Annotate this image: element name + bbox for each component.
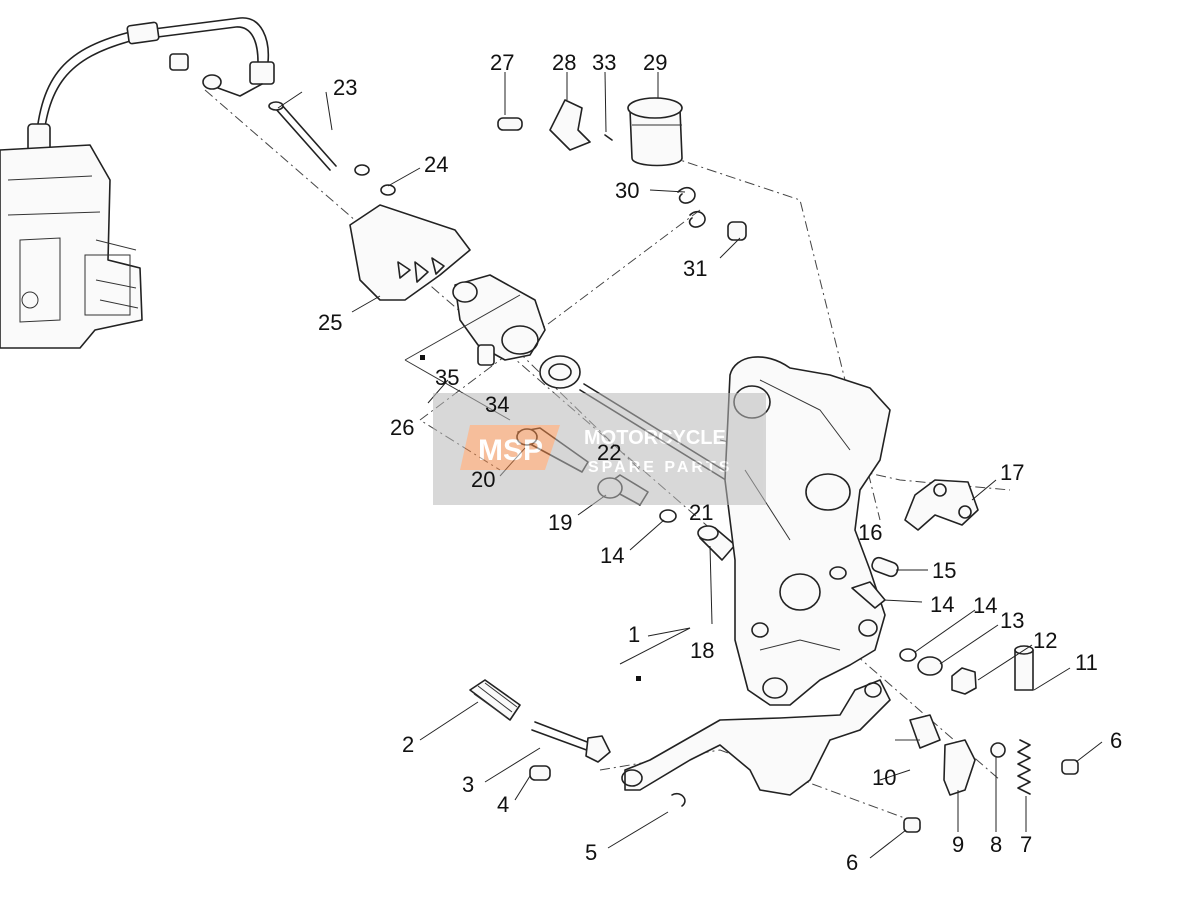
callout-28: 27 [490, 50, 514, 75]
part-5-circlip [671, 792, 686, 807]
callout-18: 17 [1000, 460, 1024, 485]
assembly-marker-24 [420, 355, 425, 360]
callout-labels: 23 24 25 35 26 34 27 28 33 29 30 31 22 2… [318, 50, 1122, 875]
part-17-washer [829, 566, 847, 580]
part-19-spacer [697, 525, 736, 561]
callout-2: 2 [402, 732, 414, 757]
callout-14-left: 14 [600, 543, 624, 568]
part-14-washer-left [659, 509, 677, 523]
part-13-washer [917, 656, 943, 676]
callout-3: 3 [462, 772, 474, 797]
part-4-screw [529, 765, 551, 781]
part-33-clip [604, 134, 613, 141]
callout-15: 14 [930, 592, 954, 617]
watermark: MSP MOTORCYCLE SPARE PARTS [433, 393, 766, 505]
callout-26: 24 [424, 152, 448, 177]
callout-31: 30 [615, 178, 639, 203]
callout-29: 28 [552, 50, 576, 75]
callout-11: 11 [1075, 650, 1098, 675]
callout-27: 23 [333, 75, 357, 100]
brake-line-abs-unit [0, 17, 275, 349]
callout-6-right: 6 [1110, 728, 1122, 753]
watermark-line2: SPARE PARTS [588, 459, 732, 476]
part-9-switch-bracket [943, 739, 976, 796]
part-6-screw-right [1061, 759, 1079, 775]
part-12-nut [951, 667, 977, 695]
part-30-reservoir [627, 97, 683, 167]
watermark-logo-text: MSP [478, 434, 543, 467]
callout-23: 22 [597, 440, 621, 465]
callout-5: 5 [585, 840, 597, 865]
part-27-pins [268, 101, 337, 171]
callout-1: 1 [628, 622, 640, 647]
callout-19: 18 [690, 638, 714, 663]
part-14-washer-right [899, 648, 917, 662]
part-2-pedal-rubber [469, 679, 521, 721]
callout-35: 35 [435, 365, 459, 390]
part-7-spring [1017, 739, 1031, 795]
callout-9: 9 [952, 832, 964, 857]
watermark-logo-mark [460, 425, 560, 470]
callout-6-bottom: 6 [846, 850, 858, 875]
part-34-seal [539, 355, 581, 389]
callout-16: 15 [932, 558, 956, 583]
callout-8: 8 [990, 832, 1002, 857]
callout-21: 20 [471, 467, 495, 492]
callout-34: 34 [485, 392, 509, 417]
part-1-brake-pedal [621, 679, 891, 796]
callout-7: 7 [1020, 832, 1032, 857]
callout-4: 4 [497, 792, 509, 817]
part-25-heat-shield [349, 204, 471, 301]
part-28-bolt [497, 117, 523, 131]
part-31-clamp [677, 186, 696, 204]
callout-17: 16 [858, 520, 882, 545]
part-32-fitting [688, 210, 747, 241]
part-8-bolt [990, 742, 1006, 758]
callout-20: 19 [548, 510, 572, 535]
part-16-bolt [871, 556, 899, 578]
callout-25-label: 25 [318, 310, 342, 335]
callout-30: 29 [643, 50, 667, 75]
callout-14b: 14 [973, 593, 997, 618]
part-10-stop-switch [895, 714, 941, 749]
callout-33: 33 [592, 50, 616, 75]
callout-22: 21 [689, 500, 713, 525]
part-6-screw-bottom [903, 817, 921, 833]
callout-24: 26 [390, 415, 414, 440]
main-bracket-plate [724, 356, 891, 706]
callout-10: 10 [872, 765, 896, 790]
callout-12: 12 [1033, 628, 1057, 653]
callout-13: 13 [1000, 608, 1024, 633]
part-26-washers [354, 164, 396, 196]
callout-32: 31 [683, 256, 707, 281]
watermark-line1: MOTORCYCLE [584, 427, 726, 449]
part-29-bracket [549, 99, 591, 151]
part-3-pedal-pin [531, 721, 611, 763]
assembly-marker-1 [636, 676, 641, 681]
part-18-bracket [904, 479, 979, 531]
master-cylinder [404, 274, 546, 421]
part-11-sleeve [1014, 645, 1034, 691]
